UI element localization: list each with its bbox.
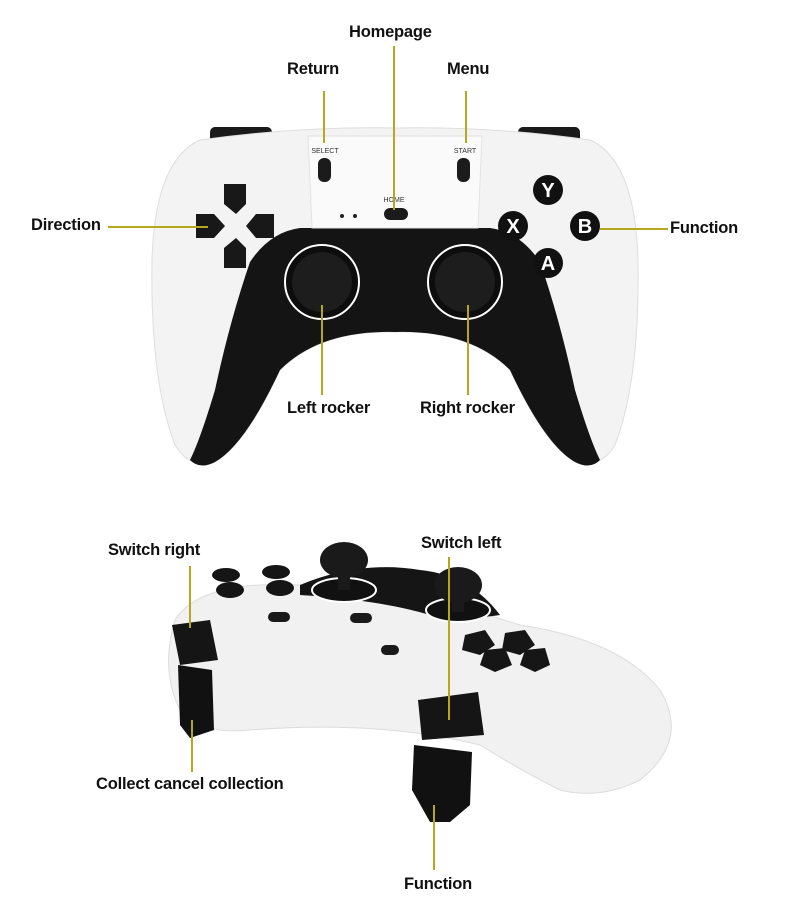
leader-left-rocker — [321, 305, 323, 395]
label-collect-cancel: Collect cancel collection — [96, 775, 284, 793]
leader-menu — [465, 91, 467, 143]
y-button-glyph: Y — [541, 180, 555, 202]
label-function-top: Function — [670, 219, 739, 237]
label-return: Return — [287, 60, 339, 78]
label-left-rocker: Left rocker — [287, 399, 371, 417]
leader-function-side — [433, 805, 435, 870]
svg-text:X: X — [506, 216, 520, 238]
leader-homepage — [393, 46, 395, 210]
leader-switch-right — [189, 566, 191, 628]
label-function-side: Function — [404, 875, 473, 893]
svg-text:START: START — [454, 148, 477, 155]
svg-text:A: A — [541, 253, 555, 275]
svg-text:B: B — [578, 216, 592, 238]
label-homepage: Homepage — [349, 23, 432, 41]
leader-right-rocker — [467, 305, 469, 395]
leader-return — [323, 91, 325, 143]
label-switch-left: Switch left — [421, 534, 502, 552]
label-switch-right: Switch right — [108, 541, 201, 559]
label-menu: Menu — [447, 60, 490, 78]
label-right-rocker: Right rocker — [420, 399, 515, 417]
label-direction: Direction — [31, 216, 101, 234]
leader-switch-left — [448, 557, 450, 720]
leader-function-top — [600, 228, 668, 230]
leader-direction — [108, 226, 208, 228]
svg-text:SELECT: SELECT — [311, 148, 339, 155]
leader-collect-cancel — [191, 720, 193, 772]
